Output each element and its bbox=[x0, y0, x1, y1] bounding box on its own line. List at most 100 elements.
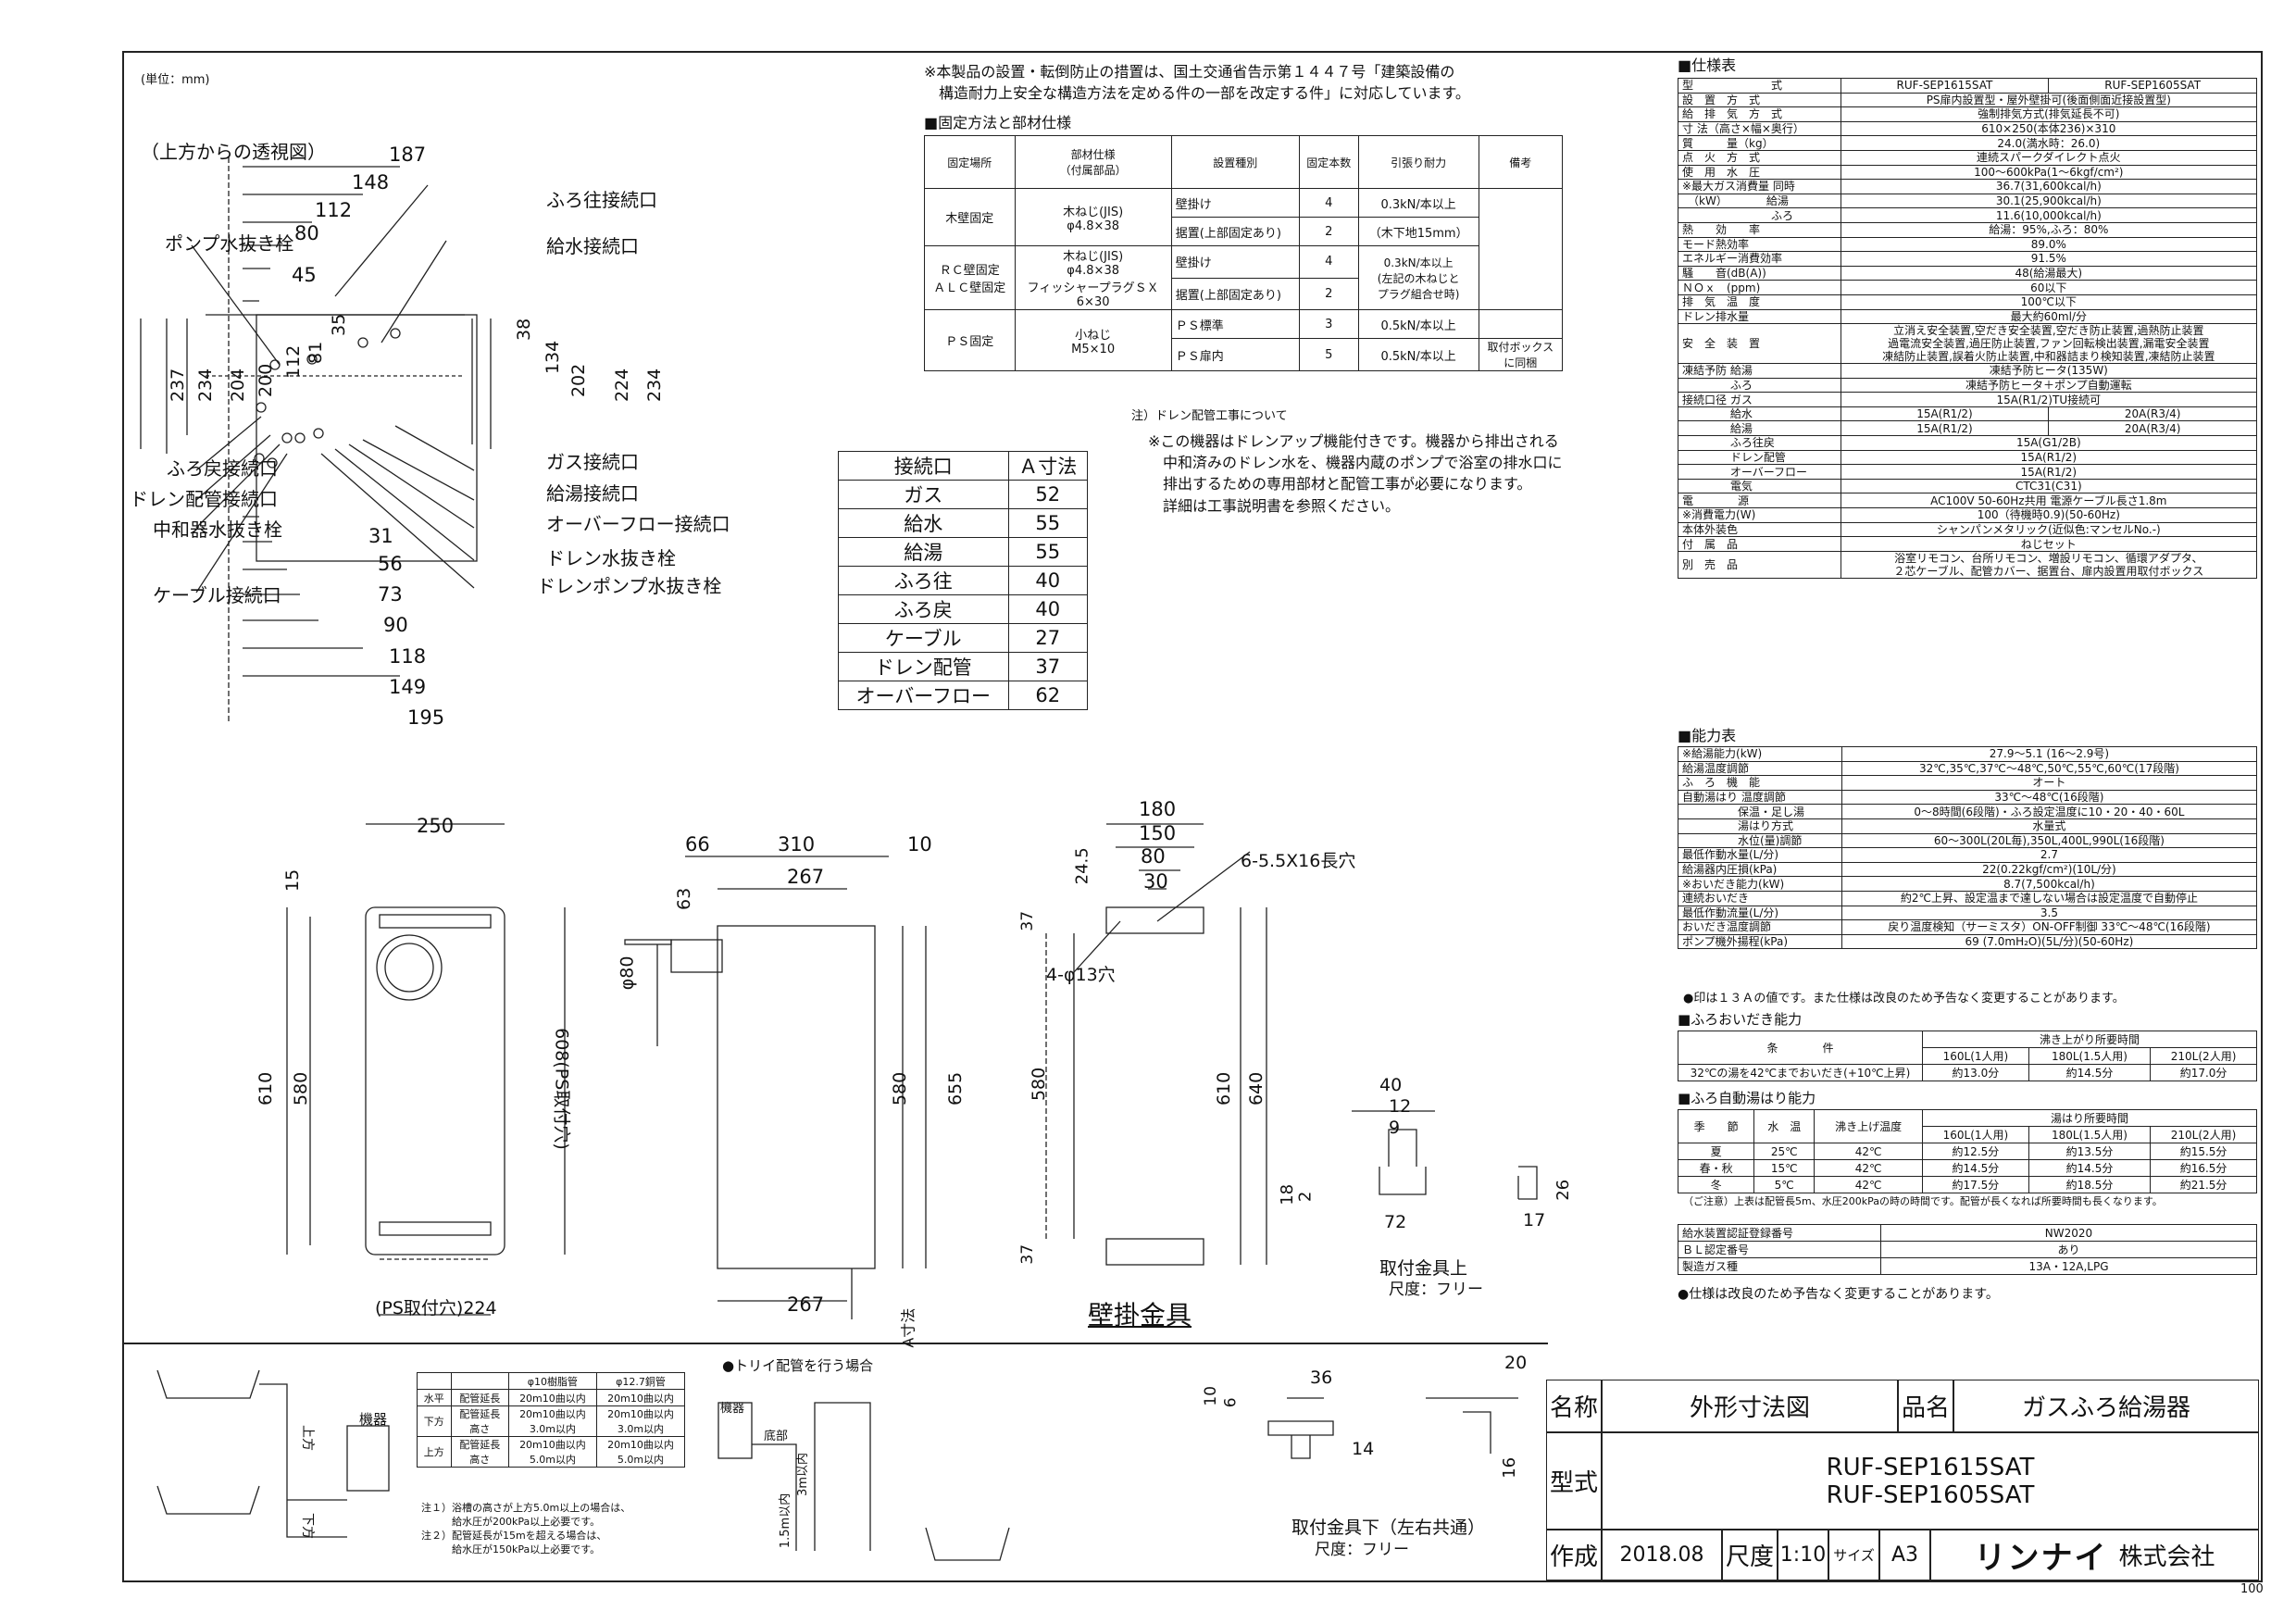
spec-row-label: 設 置 方 式 bbox=[1678, 92, 1841, 108]
pipe-cell: 下方 bbox=[417, 1405, 452, 1437]
spec-row-value: CTC31(C31) bbox=[1840, 478, 2258, 494]
trough-label: 底部 bbox=[764, 1430, 789, 1443]
top-view-drawing bbox=[140, 157, 492, 722]
dim-label: 580 bbox=[1029, 1067, 1050, 1102]
capacity-row-value: 0～8時間(6段階)・ふろ設定温度に10・20・40・60L bbox=[1841, 804, 2258, 819]
pipe-cell: 20m10曲以内 3.0m以内 bbox=[595, 1405, 686, 1437]
capacity-row-value: 戻り温度検知（サーミスタ）ON-OFF制御 33℃～48℃(16段階) bbox=[1841, 919, 2258, 935]
cert-cell: NW2020 bbox=[1880, 1224, 2257, 1242]
spec-row-value: 凍結予防ヒータ(135W) bbox=[1840, 363, 2258, 379]
autofill-note: （ご注意）上表は配管長5m、水圧200kPaの時の時間です。配管が長くなれば所要… bbox=[1683, 1195, 2163, 1207]
pipe-route bbox=[259, 1383, 347, 1538]
leader-line bbox=[334, 448, 475, 561]
spec-row-value: シャンパンメタリック(近似色:マンセルNo.-) bbox=[1840, 521, 2258, 538]
dim-label: 35 bbox=[329, 313, 350, 337]
oidaki-cell: 180L(1.5人用) bbox=[2028, 1047, 2152, 1065]
fix-cell-empty bbox=[1478, 188, 1564, 310]
fix-cell: 壁掛け bbox=[1170, 245, 1300, 279]
piping-diagram bbox=[156, 1369, 390, 1538]
dim-label: 200 bbox=[256, 363, 277, 398]
dim-label: 15 bbox=[282, 868, 304, 893]
fix-h-place: 固定場所 bbox=[924, 135, 1016, 189]
drain-note: ※この機器はドレンアップ機能付きです。機器から排出される 中和済みのドレン水を、… bbox=[1148, 432, 1563, 515]
fix-cell: 0.5kN/本以上 bbox=[1357, 309, 1479, 339]
fix-cell-empty bbox=[1478, 309, 1564, 339]
upper-bracket bbox=[1105, 906, 1204, 934]
trough-heater-box bbox=[718, 1402, 753, 1459]
tb-model-2: RUF-SEP1605SAT bbox=[1826, 1480, 2035, 1509]
dim-label: 180 bbox=[1139, 798, 1177, 820]
dim-label: 31 bbox=[368, 525, 393, 547]
bracket-bottom-side bbox=[1463, 1411, 1491, 1454]
spec-row-label: ※消費電力(W) bbox=[1678, 507, 1841, 523]
capacity-note: ●印は１３Ａの値です。また仕様は改良のため予告なく変更することがあります。 bbox=[1683, 992, 2125, 1006]
capacity-row-value: 69 (7.0mH₂O)(5L/分)(50-60Hz) bbox=[1841, 933, 2258, 950]
tb-size-label: サイズ bbox=[1828, 1530, 1879, 1580]
dim-label: 610 bbox=[256, 1071, 277, 1106]
spec-row-value: 15A(R1/2) bbox=[1840, 420, 2050, 437]
spec-row-value: AC100V 50-60Hz共用 電源ケーブル長さ1.8m bbox=[1840, 493, 2258, 509]
drain-title: 注）ドレン配管工事について bbox=[1131, 409, 1288, 423]
spec-row: 本体外装色シャンパンメタリック(近似色:マンセルNo.-) bbox=[1678, 521, 2258, 538]
capacity-row-value: オート bbox=[1841, 775, 2258, 791]
spec-row-value: 30.1(25,900kcal/h) bbox=[1840, 193, 2258, 209]
spec-row-label: 接続口径 ガス bbox=[1678, 392, 1841, 407]
capacity-row-value: 3.5 bbox=[1841, 905, 2258, 921]
dim-label: 149 bbox=[389, 676, 427, 698]
tb-company: リンナイ 株式会社 bbox=[1930, 1530, 2259, 1580]
spec-row-label: 騒 音(dB(A)) bbox=[1678, 265, 1841, 281]
spec-row-label: エネルギー消費効率 bbox=[1678, 251, 1841, 267]
lower-bracket bbox=[1105, 1238, 1204, 1266]
capacity-row: ※給湯能力(kW)27.9～5.1 (16～2.9号) bbox=[1678, 746, 2258, 762]
tb-name-value: 外形寸法図 bbox=[1602, 1380, 1898, 1432]
leader-line bbox=[334, 184, 429, 297]
autofill-cell: 42℃ bbox=[1814, 1143, 1924, 1160]
pipe-cell: 20m10曲以内 bbox=[595, 1389, 686, 1406]
autofill-cell: 湯はり所要時間 bbox=[1922, 1109, 2257, 1127]
fix-cell: （木下地15mm） bbox=[1357, 217, 1479, 246]
spec-row-label: ＮＯｘ (ppm) bbox=[1678, 280, 1841, 295]
dim-label: 26 bbox=[1554, 1179, 1574, 1201]
capacity-row: 湯はり方式水量式 bbox=[1678, 818, 2258, 834]
fix-cell: 0.3kN/本以上 bbox=[1357, 188, 1479, 218]
fix-cell: 4 bbox=[1298, 188, 1359, 218]
spec-row-value: 36.7(31,600kcal/h) bbox=[1840, 179, 2258, 194]
pipe-cell: 20m10曲以内 5.0m以内 bbox=[595, 1436, 686, 1468]
fixing-table: 固定場所 部材仕様 （付属部品） 設置種別 固定本数 引張り耐力 備考 木壁固定… bbox=[924, 135, 1564, 371]
capacity-row: 給湯器内圧損(kPa)22(0.22kgf/cm²)(10L/分) bbox=[1678, 861, 2258, 878]
pipe-cell: φ12.7銅管 bbox=[595, 1372, 686, 1390]
dim-label: 580 bbox=[291, 1071, 312, 1106]
fixing-header: 固定場所 部材仕様 （付属部品） 設置種別 固定本数 引張り耐力 備考 bbox=[924, 135, 1564, 189]
pipe-cell: 配管延長 bbox=[450, 1389, 509, 1406]
dim-label: 14 bbox=[1352, 1439, 1375, 1459]
pipe-cell: φ10樹脂管 bbox=[507, 1372, 597, 1390]
bracket-top-caption: 取付金具上 bbox=[1379, 1258, 1468, 1279]
spec-row-value: ねじセット bbox=[1840, 536, 2258, 552]
spec-row-label: 型 式 bbox=[1678, 78, 1841, 94]
autofill-cell: 約14.5分 bbox=[2028, 1159, 2152, 1177]
capacity-row: 最低作動流量(L/分)3.5 bbox=[1678, 905, 2258, 921]
port-marker bbox=[267, 457, 278, 468]
leader-line bbox=[195, 453, 288, 593]
fix-cell: ＰＳ標準 bbox=[1170, 309, 1300, 339]
dim-label: 112 bbox=[283, 344, 305, 380]
dim-label: 655 bbox=[945, 1071, 967, 1106]
dim-label: 250 bbox=[417, 815, 455, 837]
port-marker bbox=[256, 402, 267, 413]
capacity-row-value: 約2℃上昇、設定温まで達しない場合は設定温度で自動停止 bbox=[1841, 890, 2258, 906]
dim-label: 37 bbox=[1018, 1243, 1038, 1265]
conn-cell: 40 bbox=[1007, 594, 1088, 624]
port-marker bbox=[306, 354, 318, 365]
spec-row: 付 属 品ねじセット bbox=[1678, 536, 2258, 552]
hole-label: 4-φ13穴 bbox=[1046, 965, 1116, 985]
dim-label: 234 bbox=[195, 368, 217, 403]
dim-label: 16 bbox=[1500, 1456, 1520, 1479]
pipe-cell: 配管延長 高さ bbox=[450, 1436, 509, 1468]
